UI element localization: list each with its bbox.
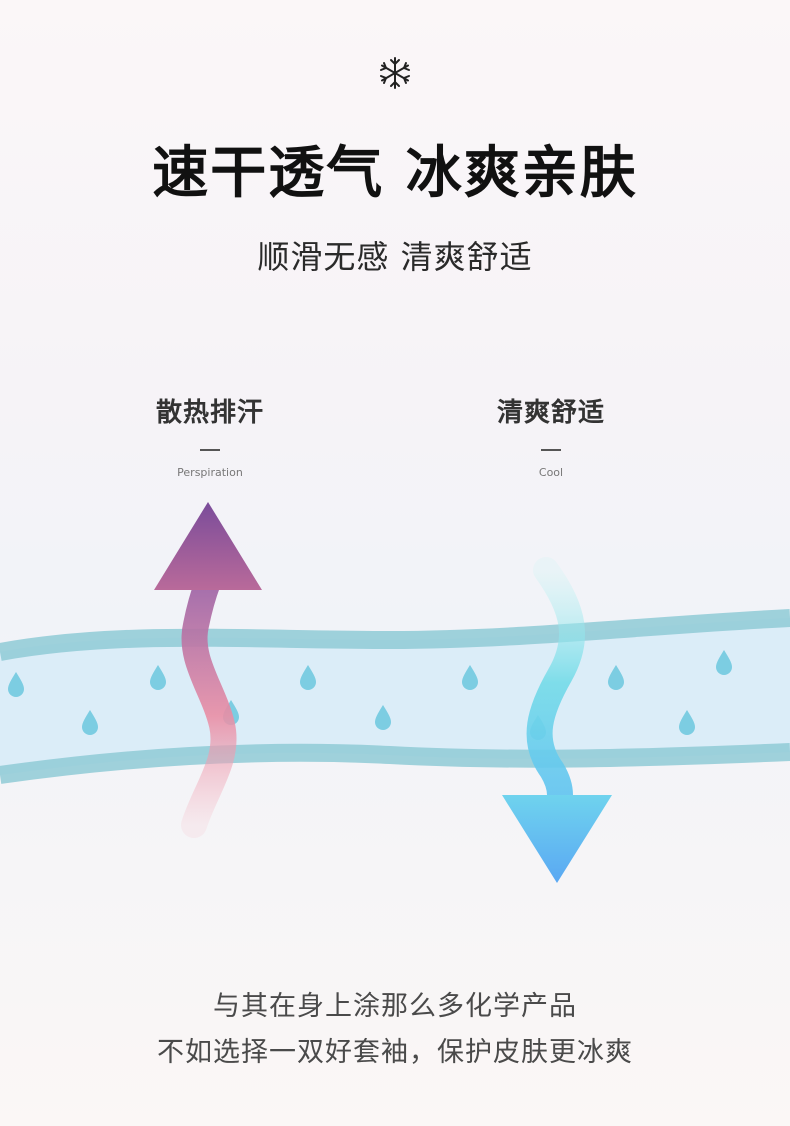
page-title: 速干透气 冰爽亲肤 xyxy=(152,141,638,206)
divider xyxy=(200,449,220,451)
divider xyxy=(541,449,561,451)
water-drop-icon xyxy=(716,650,732,675)
water-drop-icon xyxy=(300,665,316,690)
water-drop-icon xyxy=(679,710,695,735)
water-drop-icon xyxy=(82,710,98,735)
feature-cool: 清爽舒适 Cool xyxy=(451,392,651,479)
footer-line-2: 不如选择一双好套袖，保护皮肤更冰爽 xyxy=(157,1037,633,1068)
fabric-illustration xyxy=(0,502,790,883)
water-drop-icon xyxy=(608,665,624,690)
water-drop-icon xyxy=(462,665,478,690)
feature-title: 清爽舒适 xyxy=(496,398,605,428)
arrow-down-icon xyxy=(502,557,612,883)
feature-subtitle: Perspiration xyxy=(177,466,243,479)
feature-subtitle: Cool xyxy=(538,466,564,479)
fabric-bottom-edge xyxy=(0,743,790,784)
feature-perspiration: 散热排汗 Perspiration xyxy=(110,392,310,479)
snowflake-icon xyxy=(380,57,410,89)
footer-line-1: 与其在身上涂那么多化学产品 xyxy=(213,991,577,1022)
water-drop-icon xyxy=(8,672,24,697)
fabric-top-edge xyxy=(0,609,790,661)
feature-title: 散热排汗 xyxy=(155,398,264,428)
water-drop-icon xyxy=(150,665,166,690)
arrow-up-icon xyxy=(154,502,262,838)
water-drop-icon xyxy=(375,705,391,730)
page-subtitle: 顺滑无感 清爽舒适 xyxy=(257,238,533,276)
